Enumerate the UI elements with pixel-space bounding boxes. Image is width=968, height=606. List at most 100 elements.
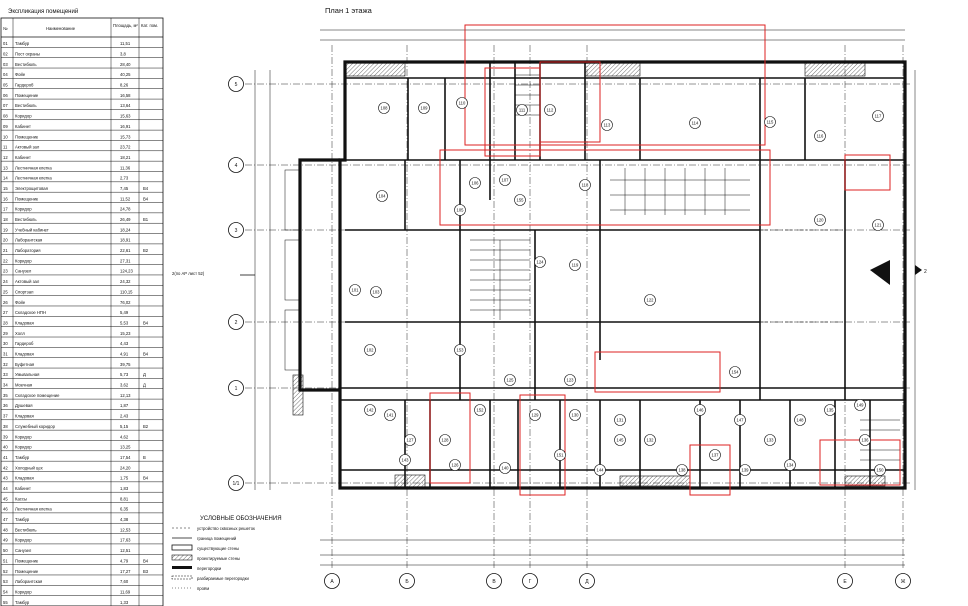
- svg-text:перегородки: перегородки: [197, 566, 222, 571]
- room-name: Помещение: [15, 93, 39, 98]
- svg-text:138: 138: [679, 468, 687, 473]
- room-tag: 129: [529, 409, 541, 421]
- room-category: В2: [143, 248, 149, 253]
- svg-text:4: 4: [235, 163, 238, 169]
- svg-text:1: 1: [235, 386, 238, 392]
- room-number: 11: [3, 145, 8, 150]
- axis-column-bubble: Ж: [895, 573, 911, 589]
- room-name: Коридор: [15, 434, 32, 439]
- room-name: Кладовая: [15, 476, 34, 481]
- svg-text:119: 119: [572, 263, 579, 268]
- room-tag: 125: [504, 374, 516, 386]
- room-tag: 150: [874, 464, 886, 476]
- room-number: 29: [3, 331, 8, 336]
- room-tag: 124: [534, 256, 546, 268]
- svg-text:111: 111: [519, 108, 526, 113]
- room-category: В3: [143, 569, 149, 574]
- room-name: Лестничная клетка: [15, 165, 52, 170]
- room-area: 76,02: [120, 300, 131, 305]
- svg-text:121: 121: [875, 223, 883, 228]
- room-area: 18,91: [120, 238, 131, 243]
- room-area: 13,64: [120, 103, 131, 108]
- svg-text:В: В: [492, 579, 496, 585]
- room-tag: 154: [729, 366, 741, 378]
- room-name: Коридор: [15, 114, 32, 119]
- room-name: Помещение: [15, 558, 39, 563]
- room-tag: 104: [376, 190, 388, 202]
- room-tag: 101: [349, 284, 361, 296]
- svg-text:133: 133: [767, 438, 775, 443]
- room-name: Помещение: [15, 569, 39, 574]
- room-name: Тамбур: [15, 455, 30, 460]
- room-name: Служебный коридор: [15, 424, 56, 429]
- svg-text:113: 113: [604, 123, 611, 128]
- svg-text:153: 153: [457, 348, 465, 353]
- section-marker-right: 2: [924, 269, 927, 275]
- room-tag: 119: [569, 259, 581, 271]
- svg-text:115: 115: [767, 120, 774, 125]
- svg-text:5: 5: [235, 82, 238, 88]
- room-number: 38: [3, 424, 8, 429]
- svg-text:существующие стены: существующие стены: [197, 546, 239, 551]
- legend-item: устройство сквозных решеток: [172, 526, 255, 531]
- room-number: 44: [3, 486, 8, 491]
- room-area: 5,73: [120, 372, 129, 377]
- room-number: 31: [3, 352, 8, 357]
- room-area: 1,33: [120, 600, 129, 605]
- svg-text:151: 151: [557, 453, 565, 458]
- svg-text:101: 101: [352, 288, 360, 293]
- room-tag: 138: [676, 464, 688, 476]
- room-category: В2: [143, 424, 149, 429]
- svg-text:А: А: [330, 579, 334, 585]
- svg-text:147: 147: [737, 418, 745, 423]
- room-area: 15,73: [120, 134, 131, 139]
- room-tag: 141: [384, 409, 396, 421]
- svg-text:117: 117: [875, 114, 882, 119]
- room-number: 03: [3, 62, 8, 67]
- room-name: Кассы: [15, 496, 27, 501]
- room-name: Гардероб: [15, 83, 34, 88]
- room-tag: 128: [439, 434, 451, 446]
- room-number: 18: [3, 217, 8, 222]
- room-number: 07: [3, 103, 8, 108]
- room-tag: 135: [824, 404, 836, 416]
- svg-text:проектируемые стены: проектируемые стены: [197, 556, 240, 561]
- room-number: 53: [3, 579, 8, 584]
- svg-text:112: 112: [547, 108, 554, 113]
- room-area: 13,25: [120, 445, 131, 450]
- room-schedule-table: Экспликация помещений № Наименование Пло…: [0, 8, 164, 606]
- room-tag: 133: [764, 434, 776, 446]
- room-name: Кладовая: [15, 414, 34, 419]
- room-number: 23: [3, 269, 8, 274]
- room-area: 24,20: [120, 465, 131, 470]
- room-area: 18,24: [120, 227, 131, 232]
- room-name: Помещение: [15, 196, 39, 201]
- svg-text:137: 137: [712, 453, 720, 458]
- room-area: 26,49: [120, 217, 131, 222]
- svg-text:118: 118: [582, 183, 589, 188]
- room-area: 23,72: [120, 145, 131, 150]
- svg-text:Г: Г: [529, 579, 532, 585]
- room-area: 4,79: [120, 558, 129, 563]
- svg-text:143: 143: [402, 458, 410, 463]
- room-area: 11,52: [120, 196, 131, 201]
- room-tag: 147: [734, 414, 746, 426]
- room-number: 15: [3, 186, 8, 191]
- room-tag: 134: [784, 459, 796, 471]
- room-name: Душевая: [15, 403, 32, 408]
- svg-text:разбираемые перегородки: разбираемые перегородки: [197, 576, 249, 581]
- room-tag: 143: [399, 454, 411, 466]
- room-name: Кабинет: [15, 124, 31, 129]
- col-header-name: Наименование: [46, 26, 76, 31]
